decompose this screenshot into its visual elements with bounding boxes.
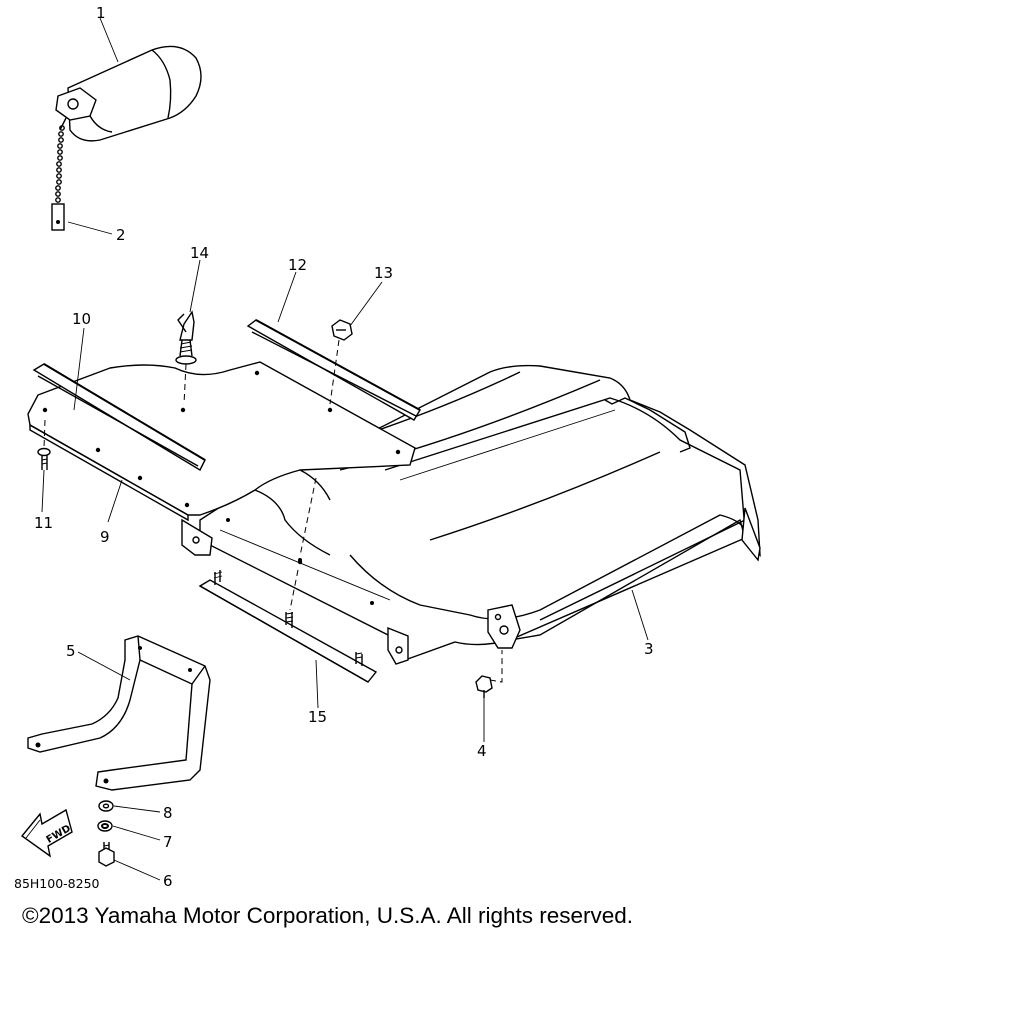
callout-9: 9 [100,528,110,546]
part-1-key-holder [55,45,202,142]
part-5-support-bracket [27,635,211,791]
part-13-nut [331,319,353,341]
callout-3: 3 [644,640,654,658]
part-15-stud-plate [198,570,378,683]
part-8-washer [98,800,114,812]
callout-11: 11 [34,514,53,532]
fwd-arrow-icon: FWD [20,808,73,858]
callout-numbers: 1 2 3 4 5 6 7 8 9 10 11 12 13 14 15 [34,4,654,890]
callout-7: 7 [163,833,173,851]
callout-12: 12 [288,256,307,274]
diagram-code: 85H100-8250 [14,876,100,891]
alignment-lines [43,339,503,683]
copyright-notice: ©2013 Yamaha Motor Corporation, U.S.A. A… [22,903,634,928]
callout-13: 13 [374,264,393,282]
callout-5: 5 [66,642,76,660]
callout-15: 15 [308,708,327,726]
callout-10: 10 [72,310,91,328]
callout-6: 6 [163,872,173,890]
callout-8: 8 [163,804,173,822]
callout-1: 1 [96,4,106,22]
chain [55,125,65,203]
part-7-lock-washer [97,820,113,832]
part-3-seat-cover [181,364,761,665]
callout-2: 2 [116,226,126,244]
callout-4: 4 [477,742,487,760]
part-2-chain-tag [51,125,65,231]
part-11-screw [37,447,51,470]
part-4-bolt [475,675,493,698]
part-6-bolt [98,842,115,867]
leader-lines [41,17,649,881]
callout-14: 14 [190,244,209,262]
part-9-base-plate [27,361,416,565]
part-14-spring-fastener [175,310,197,365]
